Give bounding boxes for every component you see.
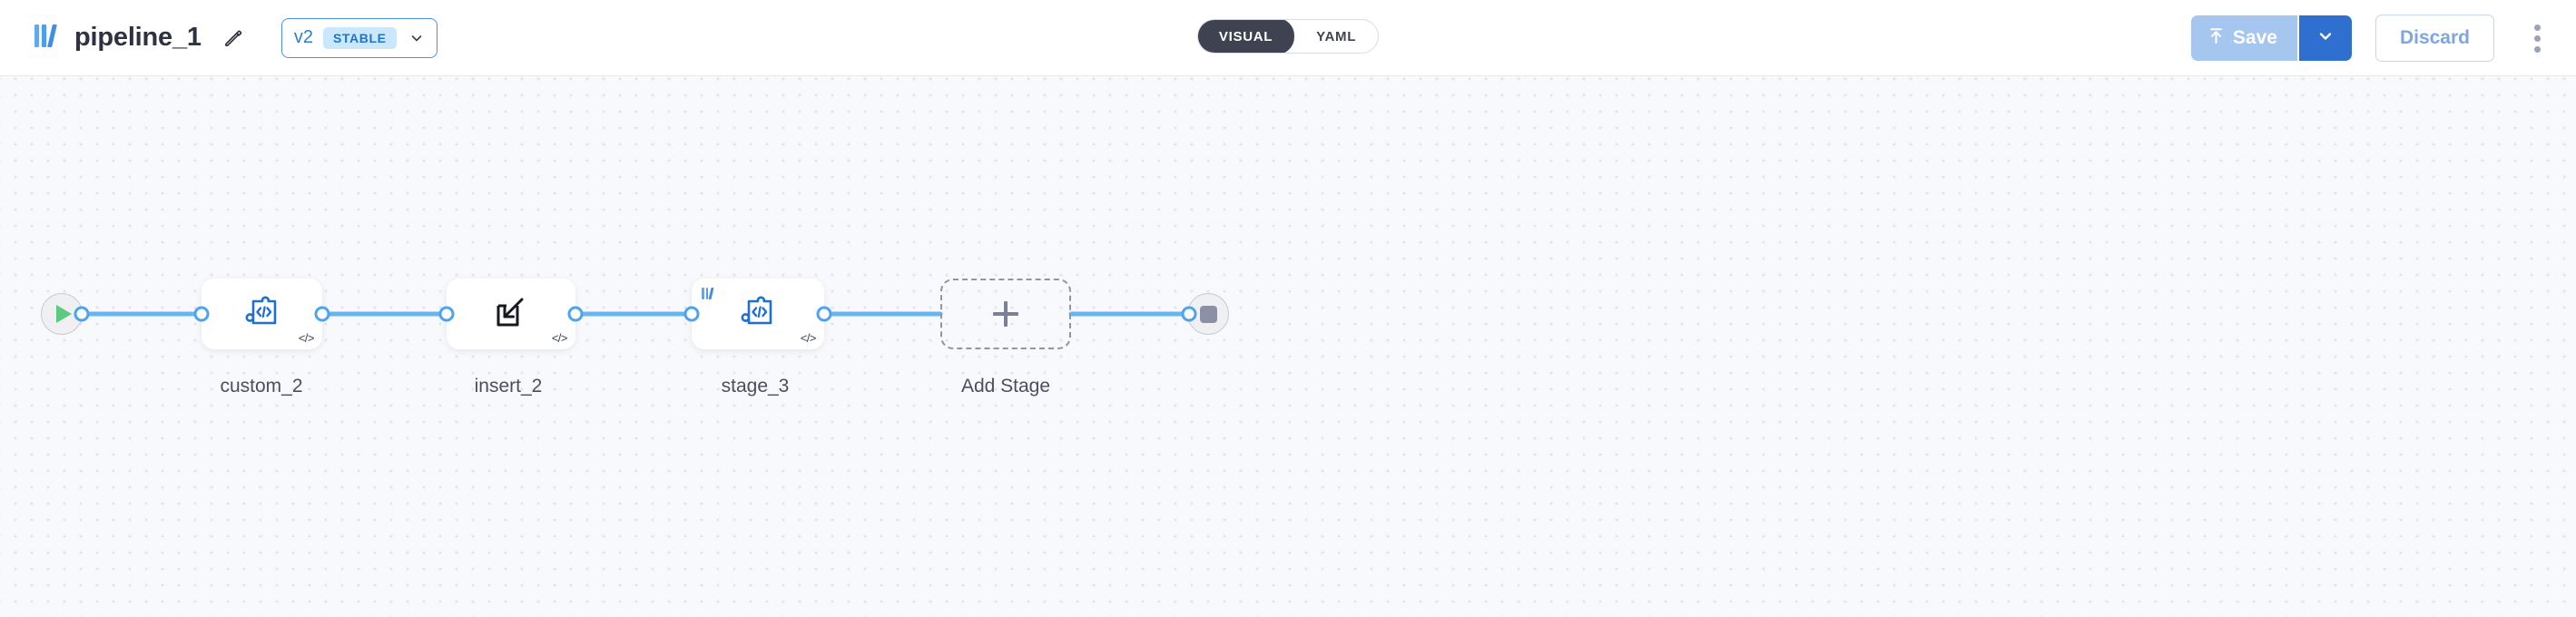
stage-node-label-custom_2: custom_2: [220, 376, 303, 397]
add-stage-label: Add Stage: [960, 376, 1051, 397]
custom_2-input-handle[interactable]: [193, 306, 210, 322]
app-header: pipeline_1 v2 STABLE VISUAL YAML: [0, 0, 2576, 76]
start-node-output-handle[interactable]: [74, 306, 90, 322]
upload-arrow-icon: [2207, 26, 2225, 51]
code-badge: </>: [298, 331, 315, 345]
pipeline-canvas[interactable]: </> custom_2 </> insert_2: [0, 76, 2576, 617]
stage_3-input-handle[interactable]: [683, 306, 700, 322]
header-left-group: pipeline_1 v2 STABLE: [0, 17, 438, 58]
add-stage-button[interactable]: [940, 279, 1071, 349]
kebab-menu-icon[interactable]: [2518, 15, 2556, 61]
start-node[interactable]: [41, 293, 83, 335]
code-badge: </>: [551, 331, 568, 345]
code-badge: </>: [800, 331, 817, 345]
tab-yaml[interactable]: YAML: [1316, 28, 1357, 44]
discard-button[interactable]: Discard: [2374, 15, 2494, 62]
edges-layer: [79, 311, 1192, 317]
chevron-down-icon: [408, 30, 425, 46]
insert_2-output-handle[interactable]: [567, 306, 584, 322]
bars-logo-icon: [31, 23, 62, 54]
play-icon: [56, 305, 72, 323]
stop-icon: [1199, 305, 1217, 323]
pencil-icon[interactable]: [218, 23, 249, 54]
plus-icon: [993, 301, 1018, 327]
tab-visual[interactable]: VISUAL: [1197, 20, 1295, 53]
end-node[interactable]: [1187, 293, 1229, 335]
status-badge: STABLE: [322, 26, 397, 49]
save-button-group: Save: [2190, 15, 2352, 61]
insert_2-input-handle[interactable]: [438, 306, 455, 322]
header-right-group: Save Discard: [2190, 0, 2556, 76]
puzzle-code-icon: [738, 293, 778, 336]
puzzle-code-icon: [242, 293, 282, 336]
end-node-input-handle[interactable]: [1181, 306, 1197, 322]
stage-node-stage_3[interactable]: </>: [692, 279, 824, 349]
bars-logo-icon: [701, 286, 717, 299]
custom_2-output-handle[interactable]: [314, 306, 330, 322]
save-button[interactable]: Save: [2190, 15, 2297, 61]
stage-node-label-insert_2: insert_2: [474, 376, 543, 397]
chevron-down-icon: [2315, 26, 2335, 51]
page-title: pipeline_1: [74, 23, 202, 52]
save-button-label: Save: [2232, 27, 2277, 48]
stage-node-custom_2[interactable]: </>: [202, 279, 322, 349]
insert-arrow-icon: [492, 293, 530, 336]
version-selector[interactable]: v2 STABLE: [280, 17, 438, 58]
stage-node-label-stage_3: stage_3: [721, 376, 790, 397]
stage-node-insert_2[interactable]: </>: [447, 279, 575, 349]
view-mode-toggle[interactable]: VISUAL YAML: [1196, 19, 1380, 54]
version-label: v2: [293, 27, 313, 47]
save-dropdown-button[interactable]: [2296, 15, 2352, 61]
stage_3-output-handle[interactable]: [816, 306, 832, 322]
